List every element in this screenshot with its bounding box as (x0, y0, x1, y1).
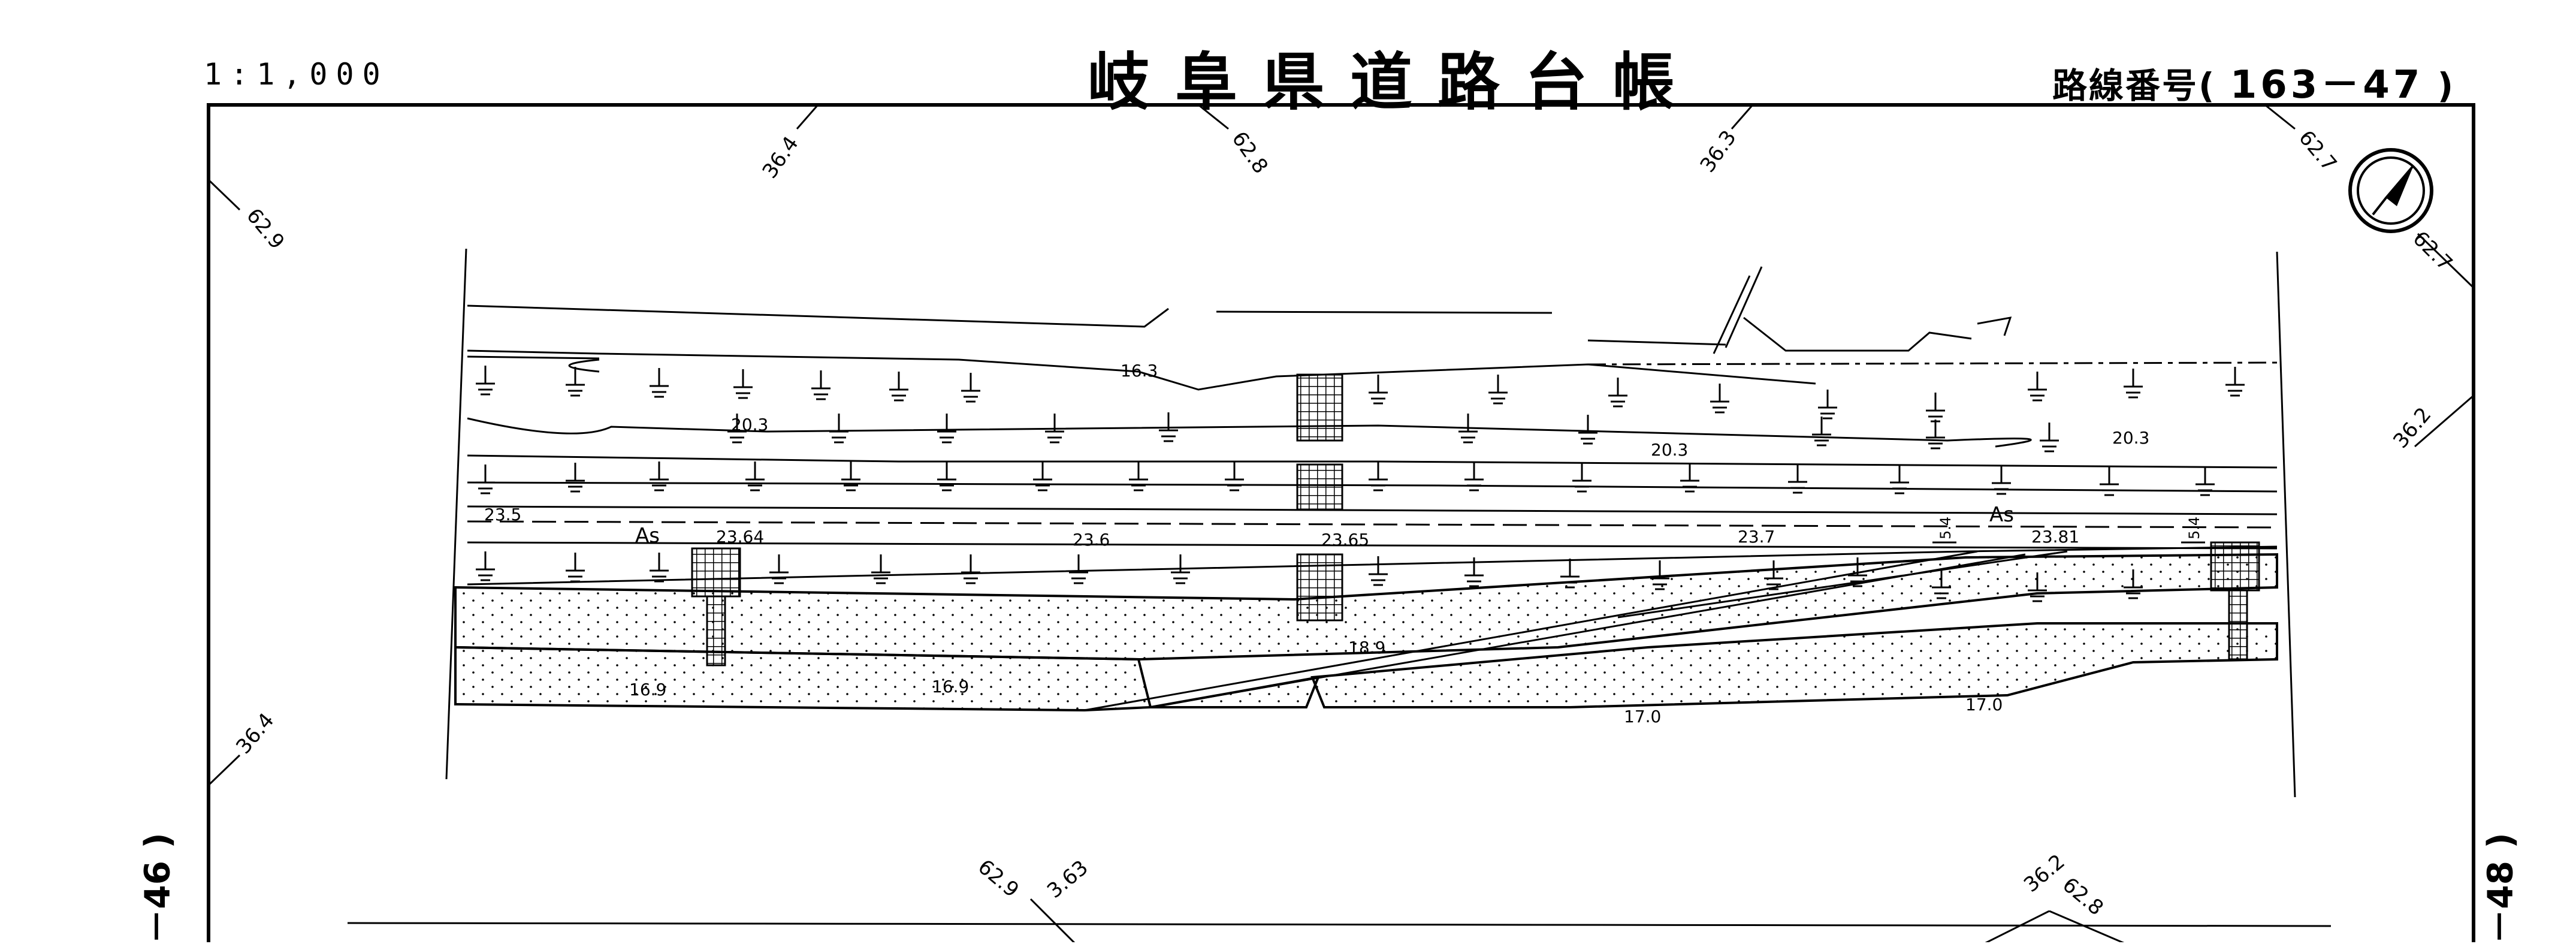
elevation-point: 23.6 (1073, 530, 1110, 550)
width-value: 5.4 (1937, 517, 1954, 539)
grid-label: 62.9 (241, 204, 289, 254)
pavement-type: As (635, 524, 660, 548)
elevation-point: 23.65 (1321, 530, 1369, 550)
route-label: 路線番号( (2052, 65, 2216, 106)
grid-label: 36.3 (1696, 126, 1741, 177)
elevation-labels: 16.3 20.3 20.3 20.3 23.5 23.64 23.6 23.6… (484, 361, 2149, 726)
grid-label: 36.2 (2388, 403, 2436, 453)
grid-label: 62.7 (2408, 227, 2457, 276)
route-number: 路線番号( 163－47 ) (2052, 54, 2455, 109)
grid-label: 62.8 (1227, 127, 1273, 178)
elevation-point: 20.3 (1651, 440, 1688, 460)
map-frame (207, 103, 2475, 942)
route-close: ) (2437, 65, 2456, 106)
elevation-point: 20.3 (2112, 428, 2149, 448)
width-value: 5.4 (2186, 517, 2203, 539)
elevation-point: 20.3 (731, 415, 768, 435)
elevation-point: 16.9 (932, 677, 969, 696)
grid-label: 36.4 (758, 132, 804, 183)
ramp-road (1084, 550, 2068, 711)
elevation-point: 23.81 (2031, 527, 2079, 547)
grid-label: 36.4 (231, 708, 279, 759)
width-dimensions: 5.4 5.4 (1932, 517, 2205, 544)
grid-ticks (207, 104, 2475, 942)
pavement-type: As (1989, 503, 2014, 527)
road-edges (467, 266, 2278, 586)
map-scale: 1:1,000 (204, 57, 389, 92)
drawing-limits (445, 248, 2296, 798)
elevation-point: 16.9 (629, 680, 666, 699)
elevation-point: 17.0 (1624, 707, 1661, 726)
north-arrow-icon (2348, 148, 2433, 233)
pavement-labels: As As (635, 503, 2014, 548)
drain-grates (691, 373, 2260, 666)
elevation-point: 18.9 (1348, 638, 1385, 658)
elevation-point: 23.5 (484, 505, 521, 524)
route-number-value: 163－47 (2230, 63, 2424, 107)
elevation-point: 17.0 (1965, 695, 2003, 714)
grid-label: 3.63 (1043, 856, 1093, 903)
grid-label: 62.9 (973, 855, 1023, 902)
lower-boundary (347, 922, 2332, 927)
grid-label: 62.7 (2294, 126, 2341, 176)
grid-label-group: 36.4 62.8 36.3 62.7 62.9 62.7 36.2 36.4 … (231, 126, 2457, 920)
grid-label: 62.8 (2058, 873, 2108, 920)
elevation-point: 23.7 (1738, 527, 1775, 547)
elevation-point: 16.3 (1121, 361, 1158, 381)
elevation-point: 23.64 (716, 527, 764, 547)
